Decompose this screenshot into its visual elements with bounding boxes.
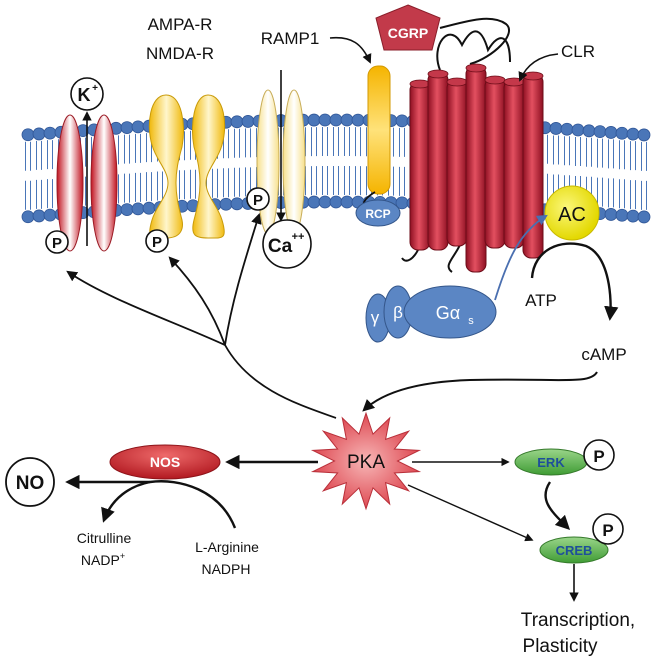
ca-ion-badge: Ca ++ — [262, 219, 312, 269]
phospho-badge-ampa: P — [145, 229, 169, 253]
erk-to-creb-arrow — [544, 481, 571, 531]
pka-label: PKA — [347, 452, 385, 473]
ampa-nmda-receptor — [148, 94, 226, 239]
ramp1-pointer-arrow — [329, 36, 372, 64]
ca-ion-label: Ca — [268, 236, 293, 257]
clr-helix — [503, 79, 525, 249]
creb-factor — [539, 536, 609, 564]
ampa-label: AMPA-R — [148, 15, 213, 34]
pka-to-channels-arrows — [66, 212, 337, 419]
no-label: NO — [16, 473, 45, 494]
clr-helix — [522, 73, 544, 259]
rcp-label: RCP — [365, 207, 390, 221]
calcium-channel — [256, 89, 306, 235]
clr-pointer-arrow — [518, 53, 559, 82]
nos-enzyme — [109, 444, 221, 480]
pka-to-creb-arrow — [407, 484, 534, 542]
pka-kinase — [310, 411, 422, 511]
clr-helix — [446, 79, 468, 247]
phospho-badge-erk: P — [583, 439, 615, 471]
phospho-badge-ca-channel: P — [246, 187, 270, 211]
phospho-badge-creb: P — [592, 513, 624, 545]
clr-helix — [409, 81, 431, 251]
nadph-label: NADPH — [201, 561, 250, 577]
nmda-label: NMDA-R — [146, 44, 214, 63]
rcp-protein: RCP — [355, 199, 401, 227]
cgrp-chain — [439, 17, 510, 65]
l-arginine-label: L-Arginine — [195, 539, 259, 555]
galpha-label: Gα — [436, 303, 460, 323]
k-ion-label: K — [78, 85, 91, 105]
ca-ion-charge: ++ — [292, 231, 305, 243]
clr-receptor — [401, 30, 544, 273]
potassium-channel — [56, 114, 118, 252]
erk-label: ERK — [537, 455, 565, 470]
atp-label: ATP — [525, 291, 557, 310]
gamma-label: γ — [371, 308, 380, 327]
camp-label: cAMP — [581, 345, 626, 364]
gs-to-ac-arrow — [494, 214, 548, 301]
svg-text:P: P — [253, 192, 263, 209]
transcription-label: Transcription, — [521, 610, 635, 631]
nos-label: NOS — [150, 454, 180, 470]
cgrp-ligand — [375, 4, 441, 51]
nadp-label: NADP+ — [81, 551, 125, 568]
beta-label: β — [393, 303, 403, 322]
clr-helix — [465, 65, 487, 273]
arginine-conversion-curve — [101, 480, 237, 529]
camp-to-pka-arrow — [362, 371, 598, 412]
ramp1-helix — [367, 65, 391, 195]
clr-label: CLR — [561, 42, 595, 61]
no-badge: NO — [5, 457, 55, 507]
cgrp-label: CGRP — [388, 25, 428, 41]
k-ion-charge: + — [92, 83, 98, 94]
ac-label: AC — [558, 204, 586, 226]
k-ion-badge: K + — [70, 77, 104, 111]
citrulline-label: Citrulline — [77, 530, 132, 546]
svg-text:P: P — [52, 235, 62, 252]
clr-helix — [427, 71, 449, 251]
g-protein: γ β Gα s — [365, 285, 497, 343]
clr-helix — [484, 77, 506, 249]
plasticity-label: Plasticity — [523, 636, 598, 657]
svg-text:P: P — [593, 447, 604, 466]
atp-to-camp-arrow — [530, 242, 619, 321]
svg-text:P: P — [152, 234, 162, 251]
creb-label: CREB — [556, 543, 593, 558]
adenylyl-cyclase: AC — [544, 185, 600, 241]
galpha-subscript: s — [468, 315, 474, 327]
svg-text:P: P — [602, 521, 613, 540]
ramp1-label: RAMP1 — [261, 29, 320, 48]
phospho-badge-k-channel: P — [45, 230, 69, 254]
